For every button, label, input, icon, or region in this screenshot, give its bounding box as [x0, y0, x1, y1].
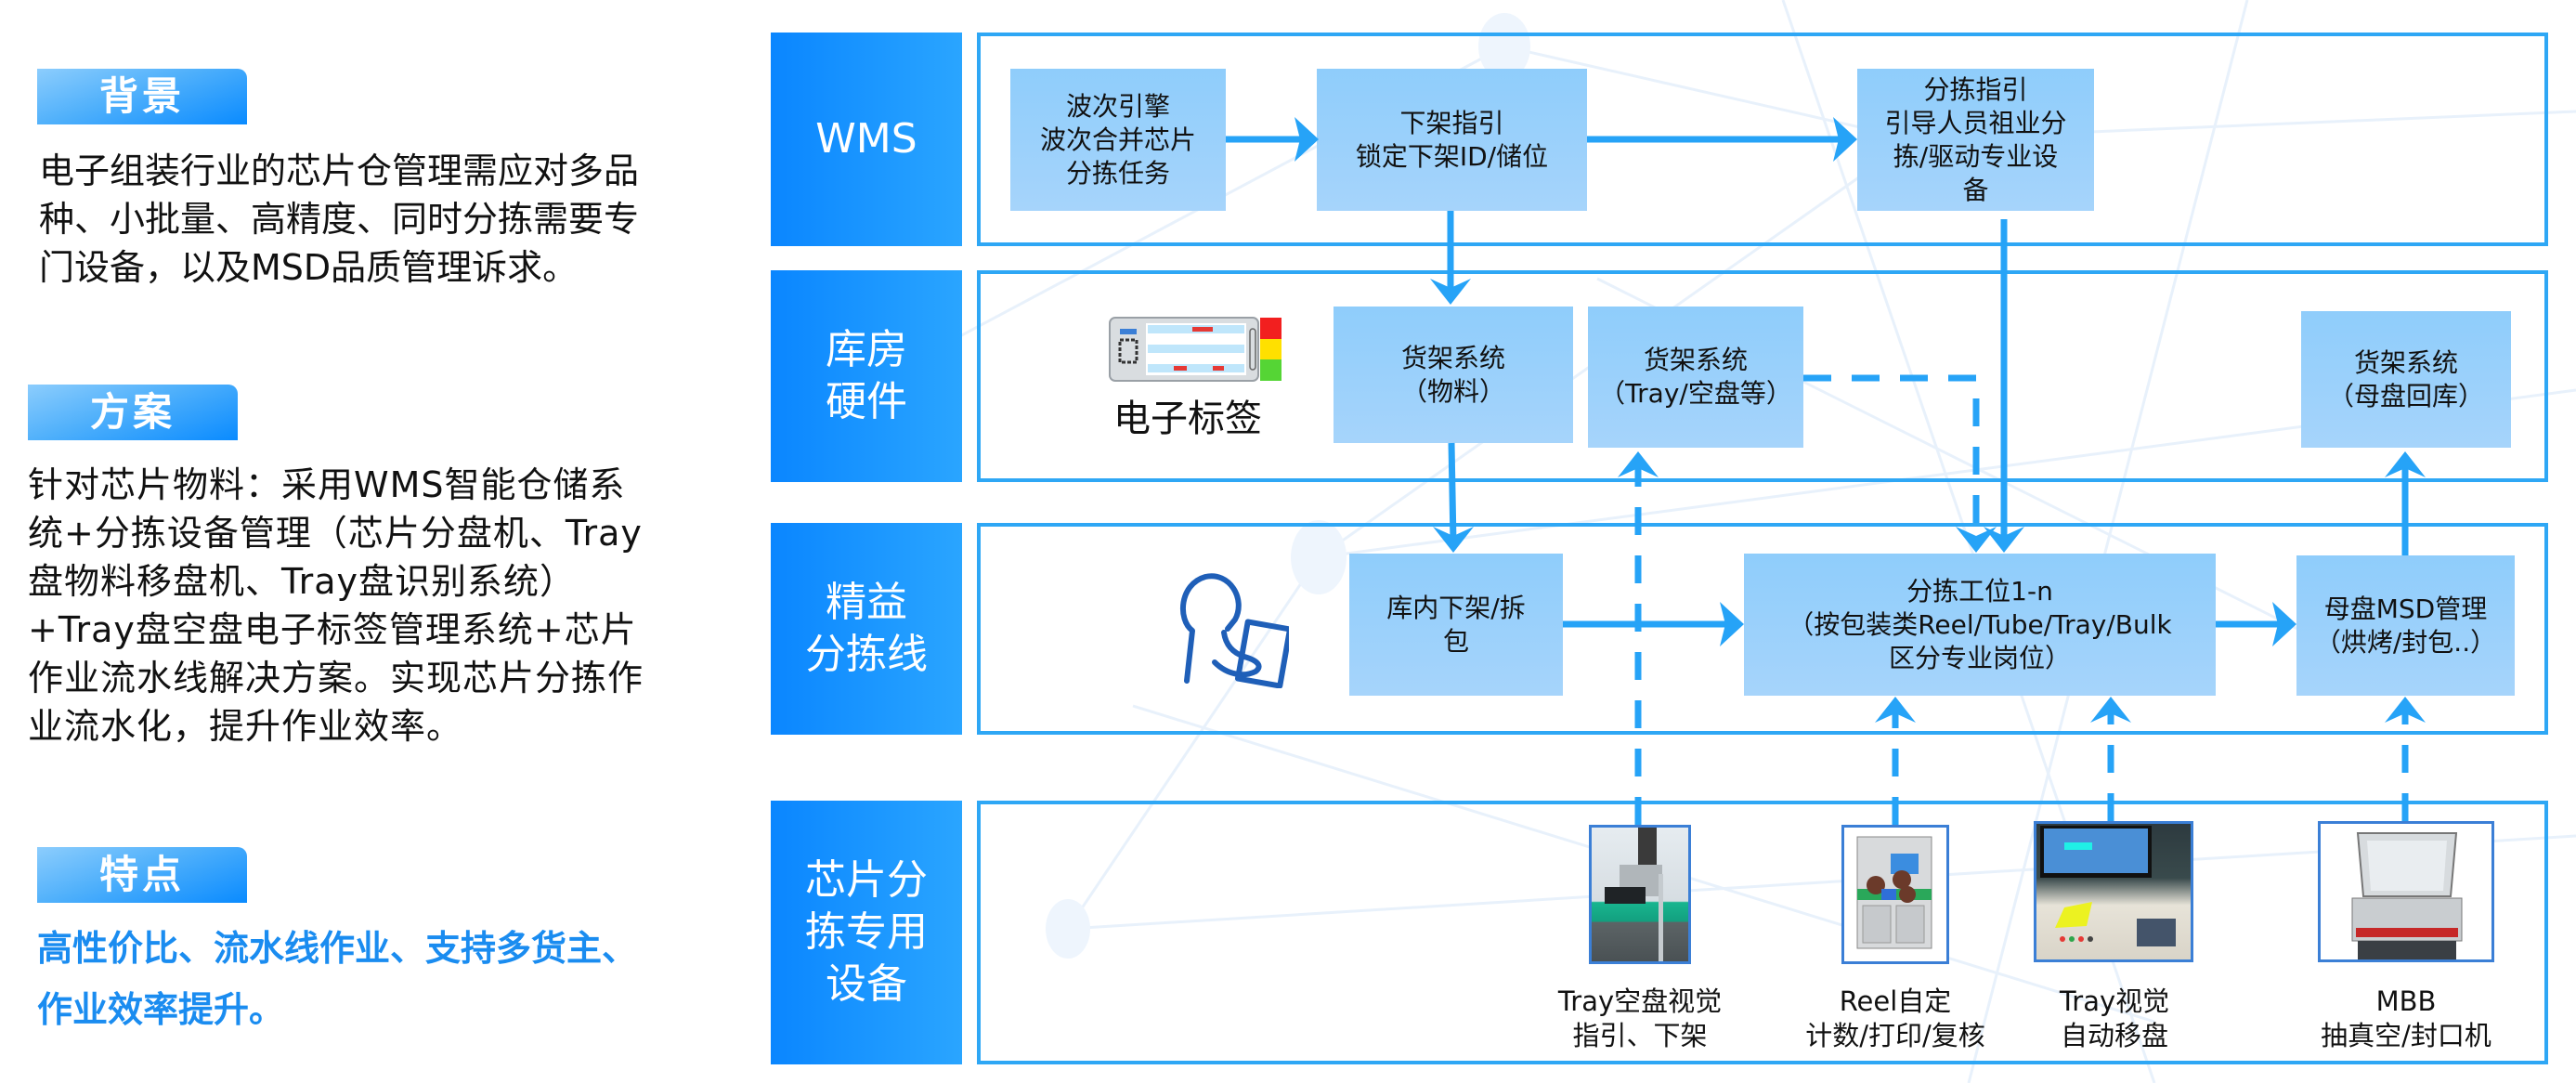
background-line: 门设备，以及MSD品质管理诉求。 [39, 247, 579, 288]
solution-line: 业流水化，提升作业效率。 [28, 706, 463, 747]
equipment-image-tray-empty-vision [1589, 825, 1691, 964]
wms-row-frame [977, 33, 2548, 246]
shelf-mother-tray-box: 货架系统 （母盘回库） [2301, 311, 2511, 448]
unshelve-unpack-box: 库内下架/拆 包 [1349, 554, 1563, 696]
arrowhead-up [1618, 451, 1659, 477]
shelf-material-box: 货架系统 （物料） [1334, 307, 1573, 443]
arrowhead-down [1984, 527, 2024, 553]
solution-line: 盘物料移盘机、Tray盘识别系统） [28, 561, 577, 602]
row-label-lean-sorting-line: 精益 分拣线 [771, 523, 962, 735]
features-line: 高性价比、流水线作业、支持多货主、 [37, 928, 638, 969]
background-text: 电子组装行业的芯片仓管理需应对多品 种、小批量、高精度、同时分拣需要专 门设备，… [39, 147, 639, 292]
shelf-tray-box: 货架系统 （Tray/空盘等） [1588, 307, 1803, 448]
equipment-caption-mbb-vacuum-sealer: MBB 抽真空/封口机 [2321, 985, 2491, 1051]
solution-section-header: 方案 [28, 385, 238, 440]
arrowhead-right [1833, 117, 1857, 162]
sorting-station-box: 分拣工位1-n （按包装类Reel/Tube/Tray/Bulk 区分专业岗位） [1744, 554, 2216, 696]
equipment-row-frame [977, 801, 2548, 1064]
unshelve-guide-box: 下架指引 锁定下架ID/储位 [1317, 69, 1587, 211]
warehouse-row-frame [977, 270, 2548, 482]
electronic-label-device [1109, 316, 1283, 383]
solution-line: +Tray盘空盘电子标签管理系统+芯片 [28, 609, 637, 650]
features-text: 高性价比、流水线作业、支持多货主、 作业效率提升。 [37, 918, 637, 1040]
lean-line-row-frame [977, 523, 2548, 735]
equipment-caption-reel-counter: Reel自定 计数/打印/复核 [1805, 985, 1985, 1051]
row-label-wms: WMS [771, 33, 962, 246]
equipment-image-tray-vision-mover [2034, 821, 2193, 962]
arrowhead-up [2385, 451, 2426, 477]
arrowhead-up [2090, 697, 2131, 723]
wave-engine-box: 波次引擎 波次合并芯片 分拣任务 [1010, 69, 1226, 211]
equipment-caption-tray-vision-mover: Tray视觉 自动移盘 [2059, 985, 2170, 1051]
background-section-header: 背景 [37, 69, 247, 124]
arrowhead-up [1875, 697, 1916, 723]
background-line: 电子组装行业的芯片仓管理需应对多品 [39, 150, 640, 191]
background-line: 种、小批量、高精度、同时分拣需要专 [39, 199, 640, 240]
solution-line: 统+分拣设备管理（芯片分盘机、Tray [28, 513, 643, 554]
arrowhead-right [1295, 117, 1319, 162]
msd-management-box: 母盘MSD管理 （烘烤/封包..） [2296, 555, 2515, 696]
arrowhead-right [2272, 602, 2296, 646]
electronic-label-caption: 电子标签 [1113, 398, 1262, 440]
worker-with-tablet-icon [1176, 571, 1294, 689]
arrowhead-right [1720, 602, 1744, 646]
row-label-warehouse-hardware: 库房 硬件 [771, 270, 962, 482]
equipment-caption-tray-empty-vision: Tray空盘视觉 指引、下架 [1557, 985, 1723, 1051]
row-label-chip-sorting-equipment: 芯片分 拣专用 设备 [771, 801, 962, 1064]
arrowhead-down [1956, 527, 1997, 553]
arrowhead-down [1433, 527, 1474, 553]
features-line: 作业效率提升。 [37, 989, 285, 1030]
arrowhead-down [1430, 279, 1471, 305]
dashed-tray-shelf-to-station [1803, 374, 1980, 542]
arrow-shelf-to-unpack [1448, 442, 1457, 543]
arrowheads [1295, 117, 2426, 723]
solution-text: 针对芯片物料：采用WMS智能仓储系 统+分拣设备管理（芯片分盘机、Tray 盘物… [28, 461, 644, 750]
features-section-header: 特点 [37, 847, 247, 903]
solution-line: 针对芯片物料：采用WMS智能仓储系 [28, 464, 626, 505]
equipment-image-mbb-vacuum-sealer [2318, 821, 2494, 962]
solution-line: 作业流水线解决方案。实现芯片分拣作 [28, 658, 644, 698]
sort-guide-box: 分拣指引 引导人员祖业分 拣/驱动专业设 备 [1857, 69, 2094, 211]
equipment-image-reel-counter [1841, 825, 1949, 964]
arrowhead-up [2385, 697, 2426, 723]
